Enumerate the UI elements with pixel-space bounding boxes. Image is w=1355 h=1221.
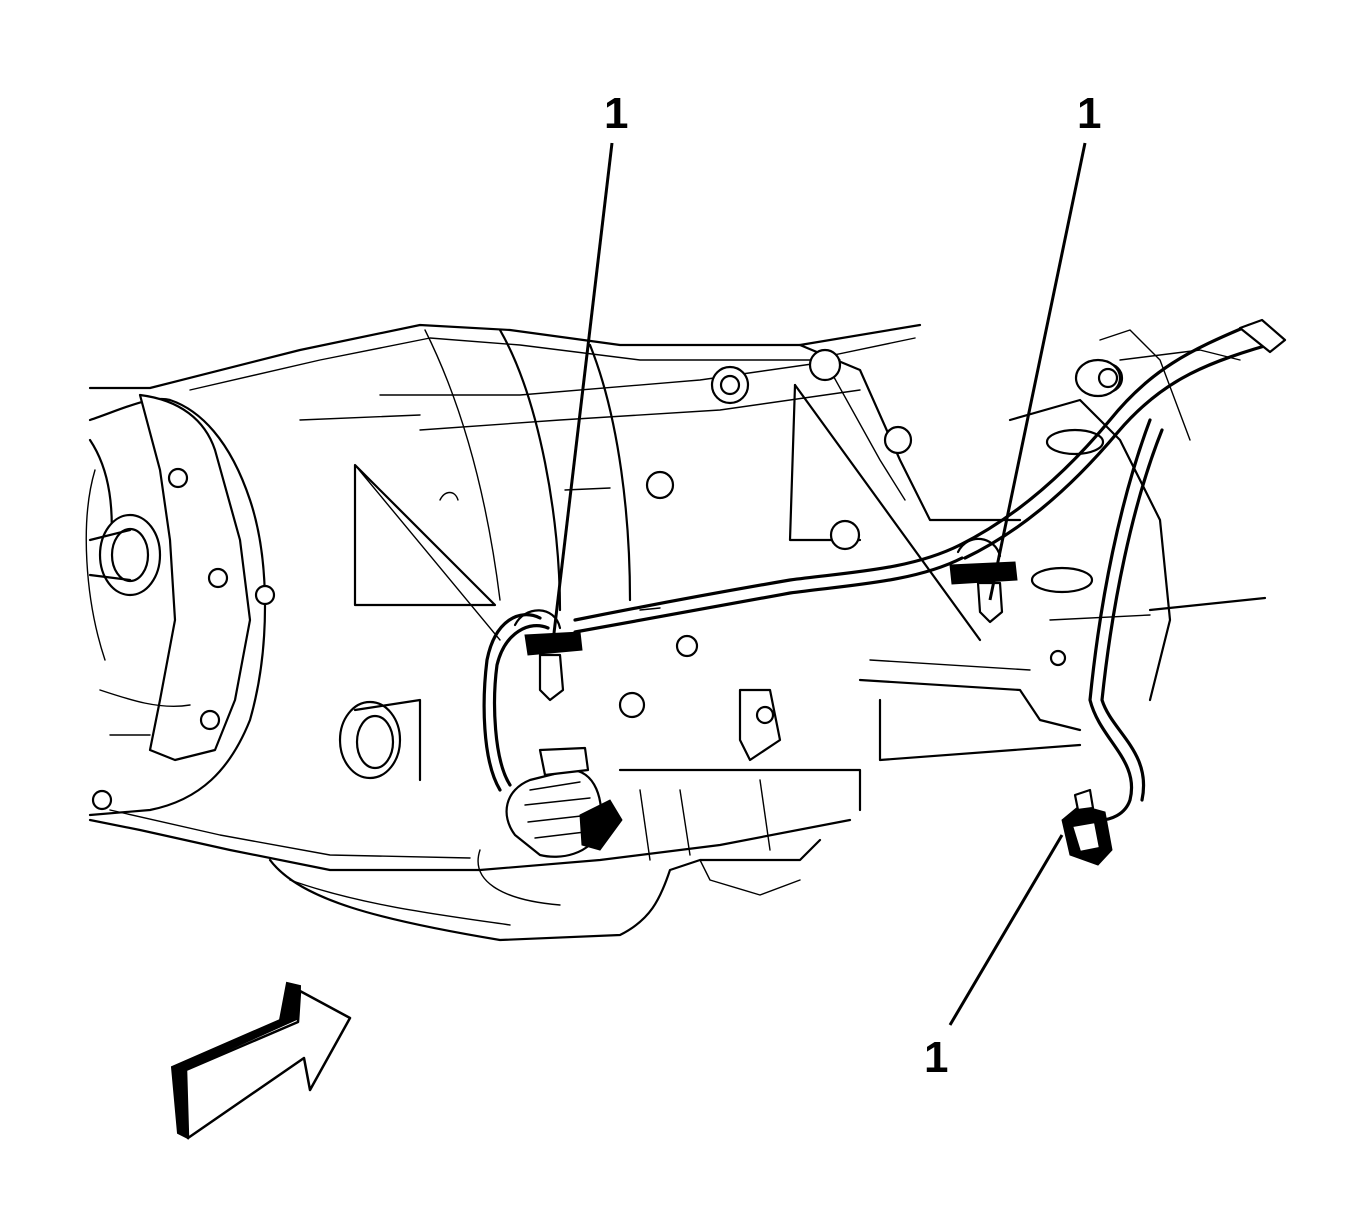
leader-line-1a: [550, 142, 614, 651]
wiring-harness: [482, 318, 1287, 822]
case-port: [338, 698, 422, 782]
oil-pan: [268, 768, 862, 942]
harness-retainer-left: [513, 609, 583, 702]
leader-line-1b: [988, 142, 1087, 601]
view-direction-arrow: [170, 981, 352, 1140]
case-bosses: [439, 348, 1124, 719]
bell-housing: [85, 393, 276, 817]
harness-retainer-right: [949, 537, 1018, 624]
crossmember: [738, 596, 1267, 762]
callout-1c: 1: [924, 1033, 948, 1082]
view-arrow-body: [184, 989, 352, 1140]
callout-1b: 1: [1077, 89, 1101, 138]
leader-line-1c: [948, 834, 1064, 1026]
harness-connector-right: [1061, 788, 1113, 866]
callout-1a: 1: [604, 89, 628, 138]
transmission-connector: [505, 746, 623, 858]
callout-leaders: [550, 142, 1087, 1026]
